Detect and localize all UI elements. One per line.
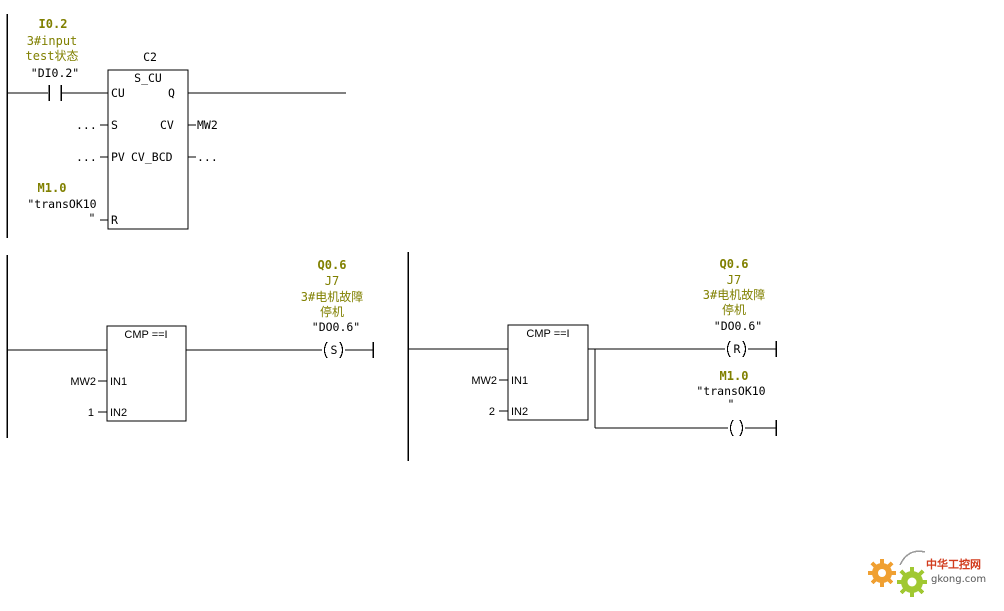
counter-pin-cv: CV	[160, 118, 174, 132]
coil-address-n3: Q0.6	[720, 257, 749, 271]
in2-operand-n3: 2	[489, 406, 495, 418]
counter-type: S_CU	[134, 71, 162, 85]
reset-symbol-line2: "	[89, 211, 96, 225]
cmp-pin-in2-n3: IN2	[511, 406, 528, 418]
network-3: CMP ==I MW2 IN1 2 IN2 R Q0.6 J7 3#电机故障 停…	[407, 252, 777, 461]
cmp-title-n3: CMP ==I	[526, 328, 569, 340]
counter-pin-pv: PV	[111, 150, 125, 164]
gkong-watermark: 中华工控网 gkong.com	[868, 550, 986, 597]
in1-operand-n2: MW2	[70, 376, 96, 388]
counter-instance: C2	[143, 50, 157, 64]
network-1: I0.2 3#input test状态 "DI0.2" C2 S_CU CU Q…	[6, 14, 346, 238]
cv-operand: MW2	[197, 118, 218, 132]
coil-comment-line3-n2: 停机	[320, 304, 344, 319]
coil-reset-q0-6[interactable]	[726, 340, 747, 358]
coil-type-set: S	[331, 343, 338, 357]
cmp-pin-in1-n2: IN1	[110, 376, 127, 388]
counter-pin-q: Q	[168, 86, 175, 100]
cmp-pin-in2-n2: IN2	[110, 407, 127, 419]
coil-type-reset: R	[734, 342, 741, 356]
contact-symbol: "DI0.2"	[31, 66, 79, 80]
counter-block-s-cu[interactable]	[107, 69, 189, 230]
compare-block-n2[interactable]	[106, 325, 187, 422]
watermark-text-cn: 中华工控网	[926, 557, 981, 571]
coil-comment-line2-n2: 3#电机故障	[301, 289, 363, 304]
coil-comment-line1-n2: J7	[325, 274, 339, 288]
coil-comment-line2-n3: 3#电机故障	[703, 287, 765, 302]
coil-out-symbol-line2: "	[728, 397, 735, 411]
coil-comment-line3-n3: 停机	[722, 302, 746, 317]
coil-symbol-n3: "DO0.6"	[714, 319, 762, 333]
coil-out-address: M1.0	[720, 369, 749, 383]
coil-output-m1-0[interactable]	[729, 419, 744, 437]
coil-comment-line1-n3: J7	[727, 273, 741, 287]
contact-comment-line2: test状态	[26, 49, 79, 63]
watermark-text-url: gkong.com	[931, 574, 986, 585]
counter-pin-s: S	[111, 118, 118, 132]
contact-address: I0.2	[39, 17, 68, 31]
reset-symbol-line1: "transOK10	[27, 197, 96, 211]
contact-comment-line1: 3#input	[27, 34, 78, 48]
coil-out-symbol-line1: "transOK10	[696, 384, 765, 398]
coil-set-q0-6[interactable]	[323, 341, 344, 359]
cmp-title-n2: CMP ==I	[124, 329, 167, 341]
counter-pin-cv-bcd: CV_BCD	[131, 150, 173, 164]
counter-pin-cu: CU	[111, 86, 125, 100]
in1-operand-n3: MW2	[471, 375, 497, 387]
coil-symbol-n2: "DO0.6"	[312, 320, 360, 334]
network-2: CMP ==I MW2 IN1 1 IN2 S Q0.6 J7 3#电机故障 停…	[6, 255, 374, 438]
gear-small-icon	[897, 567, 927, 597]
counter-pin-r: R	[111, 213, 118, 227]
gear-icon	[868, 559, 896, 587]
reset-address: M1.0	[38, 181, 67, 195]
cv-bcd-operand: ...	[197, 150, 218, 164]
compare-block-n3[interactable]	[507, 324, 589, 421]
cmp-pin-in1-n3: IN1	[511, 375, 528, 387]
contact-i0-2[interactable]	[48, 85, 62, 101]
pv-param: ...	[76, 150, 97, 164]
s-param: ...	[76, 118, 97, 132]
in2-operand-n2: 1	[88, 407, 94, 419]
coil-address-n2: Q0.6	[318, 258, 347, 272]
